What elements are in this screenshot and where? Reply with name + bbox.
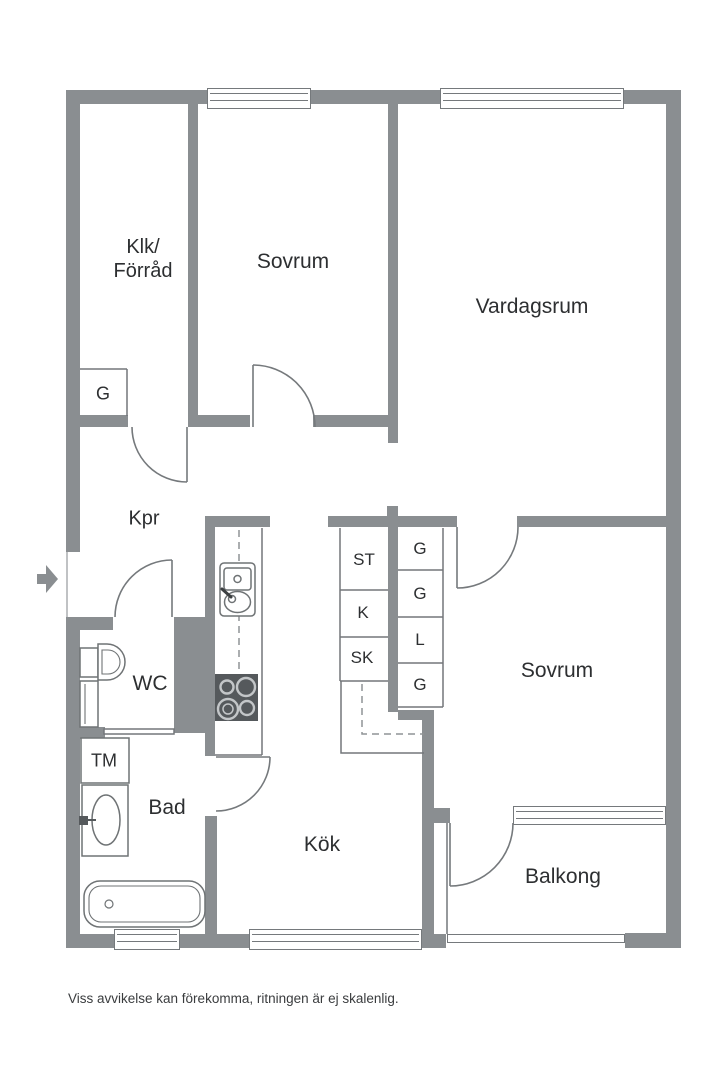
wall-wc-top-stub (80, 617, 113, 630)
wall-bad-right (205, 816, 217, 934)
kitchen-sink-icon (219, 562, 256, 617)
toilet-icon (79, 643, 126, 681)
closet-label-l: L (415, 630, 425, 649)
bathtub-icon (83, 880, 206, 928)
wall-kitchen-bedroom (422, 712, 434, 948)
window-glass (210, 93, 308, 101)
window-kok-bottom (249, 929, 422, 950)
dashed-cabinet-lines (238, 530, 424, 735)
door-klk (131, 426, 188, 483)
wall-hall-left (66, 415, 128, 427)
room-label-sovrum-right: Sovrum (520, 659, 594, 682)
room-label-balkong: Balkong (525, 865, 601, 888)
room-label-klk-forrad: Klk/ Förråd (114, 235, 173, 283)
window-sovrum-balkong (513, 806, 666, 825)
window-glass (516, 811, 663, 819)
closet-label-g1: G (413, 539, 427, 558)
room-label-sovrum-top: Sovrum (256, 250, 330, 273)
wc-washbasin-icon (79, 680, 99, 728)
wall-wc-bottom-stub (80, 727, 105, 739)
entrance-arrow-icon (37, 565, 58, 593)
wall-closet-top-tab (387, 506, 398, 518)
room-label-bad: Bad (148, 796, 186, 819)
balcony-railing (447, 934, 625, 943)
closet-label-st: ST (353, 550, 375, 569)
wall-counter-top (205, 516, 270, 527)
doors (114, 364, 519, 887)
closet-lines (80, 368, 448, 934)
wall-outer-right (666, 90, 681, 948)
window-bad-bottom (114, 929, 180, 950)
door-wc (114, 559, 173, 618)
stove-icon (215, 674, 258, 721)
appliance-label-tm: TM (91, 750, 117, 771)
wall-hall-mid (188, 415, 250, 427)
room-label-kok: Kök (303, 833, 341, 856)
room-label-klk-line1: Klk/ (126, 236, 160, 258)
door-bad (215, 756, 271, 812)
door-balkong (449, 822, 514, 887)
closet-label-g3: G (413, 675, 427, 694)
wall-outer-left-lower (66, 617, 80, 948)
wall-hall-right (313, 415, 398, 427)
wall-balcony-door-tab (434, 808, 450, 823)
closet-label-hall-g: G (95, 383, 111, 404)
window-glass (117, 934, 177, 942)
closet-label-sk: SK (350, 648, 374, 667)
door-sovrum-right (456, 526, 519, 589)
wall-closet-mid (388, 516, 398, 712)
window-sovrum-top (207, 88, 311, 109)
closet-label-k: K (357, 603, 369, 622)
wall-sovrum-vardagsrum-divider (388, 104, 398, 443)
washbasin-icon (79, 784, 129, 857)
closet-label-g2: G (413, 584, 427, 603)
wall-bedroom-top (517, 516, 666, 527)
wall-balcony-corner-block (625, 933, 681, 948)
wall-outer-left-upper (66, 90, 80, 552)
door-sovrum-top (252, 364, 316, 428)
window-vardagsrum (440, 88, 624, 109)
window-glass (252, 934, 419, 942)
disclaimer-text: Viss avvikelse kan förekomma, ritningen … (68, 991, 399, 1006)
wall-wc-kitchen-block (174, 617, 215, 733)
window-glass (443, 93, 621, 101)
room-label-wc: WC (132, 672, 168, 695)
wall-closet-bottom (398, 710, 434, 720)
wall-klk-sovrum-divider (188, 104, 198, 415)
washing-machine-icon (80, 737, 130, 784)
room-label-kpr: Kpr (128, 507, 160, 530)
room-label-klk-line2: Förråd (113, 260, 173, 282)
room-label-vardagsrum: Vardagsrum (475, 295, 589, 318)
